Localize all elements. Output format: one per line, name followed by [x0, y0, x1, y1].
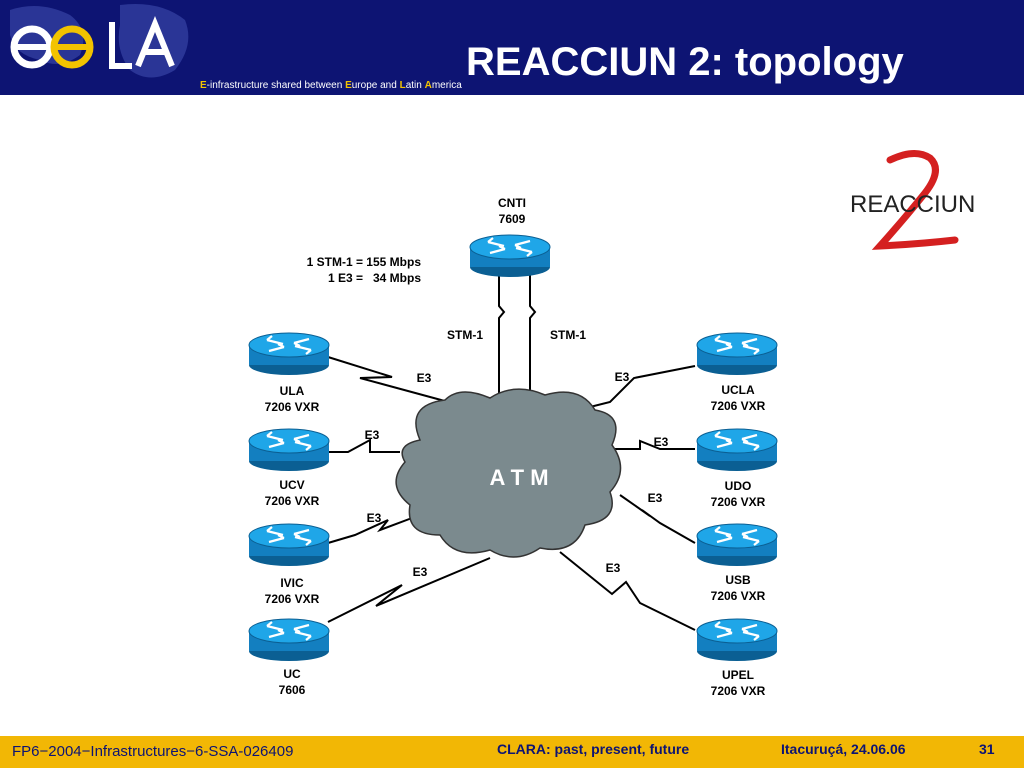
link-stm1-right	[529, 265, 537, 395]
link-ula	[327, 356, 479, 411]
atm-cloud	[395, 388, 622, 558]
router-upel-icon	[695, 617, 779, 663]
node-udo-name: UDO	[725, 479, 752, 493]
router-ucv-icon	[247, 427, 331, 473]
link-label-e3-ucla: E3	[615, 370, 630, 384]
link-uc	[327, 557, 491, 623]
eela-logo	[0, 0, 200, 95]
node-usb-model: 7206 VXR	[711, 589, 766, 603]
reacciun-logo-text: REACCIUN	[850, 191, 975, 218]
link-upel	[559, 551, 696, 631]
node-uc-model: 7606	[279, 683, 306, 697]
link-udo	[615, 439, 695, 450]
node-ivic-name: IVIC	[280, 576, 304, 590]
node-usb-name: USB	[725, 573, 751, 587]
link-label-e3-uc: E3	[413, 565, 428, 579]
slide-title: REACCIUN 2: topology	[466, 40, 904, 84]
reacciun-logo: REACCIUN	[845, 148, 980, 258]
legend-stm1: 1 STM-1 = 155 Mbps	[307, 255, 422, 269]
link-label-e3-upel: E3	[606, 561, 621, 575]
footer-bar	[0, 736, 1024, 768]
link-label-e3-usb: E3	[648, 491, 663, 505]
link-ucv	[328, 438, 400, 453]
node-ula-name: ULA	[280, 384, 305, 398]
router-ivic-icon	[247, 522, 331, 568]
router-ula-icon	[247, 331, 331, 377]
tagline-segment: -infrastructure shared between	[206, 80, 346, 91]
link-label-e3-udo: E3	[654, 435, 669, 449]
link-ivic	[327, 517, 413, 544]
tagline: E-infrastructure shared between Europe a…	[200, 80, 462, 91]
router-ucla-icon	[695, 331, 779, 377]
tagline-segment: E	[200, 80, 207, 91]
link-label-e3-ucv: E3	[365, 428, 380, 442]
node-ucla-name: UCLA	[721, 383, 755, 397]
footer-page-number: 31	[979, 741, 995, 757]
link-stm1-left	[498, 265, 506, 395]
tagline-segment: urope and	[351, 80, 400, 91]
atm-label: A T M	[489, 465, 548, 490]
link-label-stm1-left: STM-1	[447, 328, 483, 342]
footer-date: Itacuruçá, 24.06.06	[781, 741, 906, 757]
node-uc-name: UC	[283, 667, 301, 681]
link-label-stm1-right: STM-1	[550, 328, 586, 342]
node-upel-name: UPEL	[722, 668, 754, 682]
legend-e3: 1 E3 = 34 Mbps	[328, 271, 421, 285]
tagline-segment: A	[424, 80, 432, 91]
tagline-segment: atin	[405, 80, 425, 91]
router-cnti-icon	[468, 233, 552, 279]
tagline-segment: merica	[431, 80, 462, 91]
node-ucv-model: 7206 VXR	[265, 494, 320, 508]
link-label-e3-ula: E3	[417, 371, 432, 385]
link-label-e3-ivic: E3	[367, 511, 382, 525]
node-ucla-model: 7206 VXR	[711, 399, 766, 413]
header-divider	[0, 95, 1024, 98]
node-udo-model: 7206 VXR	[711, 495, 766, 509]
topology-diagram: A T M CNTI 7609 ULA 7206 VXR UCV 7206 VX…	[247, 196, 779, 698]
router-udo-icon	[695, 427, 779, 473]
footer-project: FP6−2004−Infrastructures−6-SSA-026409	[12, 743, 294, 760]
link-usb	[619, 494, 696, 544]
node-cnti-model: 7609	[499, 212, 526, 226]
node-ivic-model: 7206 VXR	[265, 592, 320, 606]
node-ucv-name: UCV	[279, 478, 304, 492]
node-upel-model: 7206 VXR	[711, 684, 766, 698]
node-ula-model: 7206 VXR	[265, 400, 320, 414]
tagline-segment: E	[345, 80, 352, 91]
node-cnti-name: CNTI	[498, 196, 526, 210]
router-usb-icon	[695, 522, 779, 568]
router-uc-icon	[247, 617, 331, 663]
tagline-segment: L	[399, 80, 406, 91]
footer-talk-title: CLARA: past, present, future	[497, 741, 690, 757]
